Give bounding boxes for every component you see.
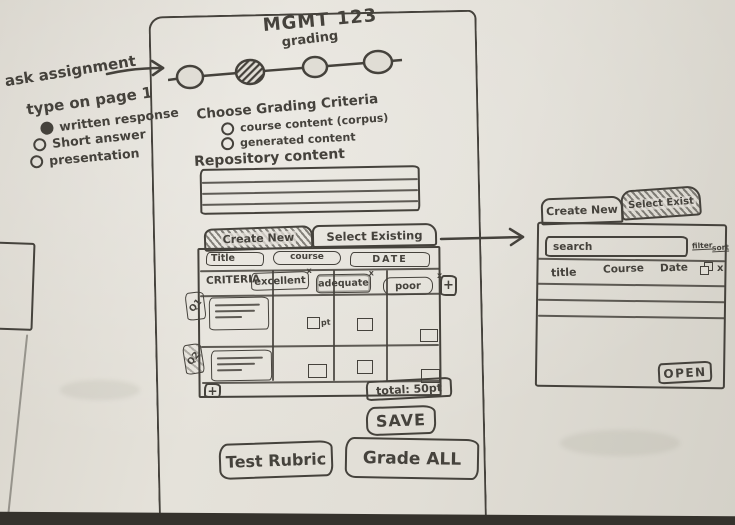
points-field-q1-excellent[interactable] xyxy=(307,317,320,329)
rating-label: adequate xyxy=(318,277,369,290)
title-field[interactable]: Title xyxy=(206,252,264,266)
text-line xyxy=(215,315,243,319)
stepper-step-3 xyxy=(301,55,329,79)
field-label: Title xyxy=(211,253,235,264)
text-line xyxy=(216,356,263,360)
arrow-icon xyxy=(105,59,165,77)
search-value: search xyxy=(553,241,593,253)
course-field[interactable]: course xyxy=(273,251,341,265)
stepper-step-4 xyxy=(362,49,394,75)
sketch-line xyxy=(5,334,29,525)
text-line xyxy=(216,362,255,366)
radio-selected-icon xyxy=(39,120,55,136)
list-row-line xyxy=(201,178,418,184)
date-field[interactable]: DATE xyxy=(350,252,430,267)
points-field-q1-adequate[interactable] xyxy=(357,318,373,331)
rating-header-excellent[interactable]: excellent x xyxy=(250,266,312,292)
button-label: Test Rubric xyxy=(225,448,327,472)
add-row-button[interactable]: + xyxy=(204,383,221,398)
repository-list[interactable] xyxy=(199,165,421,215)
test-rubric-button[interactable]: Test Rubric xyxy=(218,440,334,480)
close-icon[interactable]: x xyxy=(717,263,724,274)
tab-label: Select Existing xyxy=(326,227,423,244)
radio-unselected-icon xyxy=(220,121,235,136)
criteria-cell-q1[interactable] xyxy=(208,296,270,331)
points-field-q2-excellent[interactable] xyxy=(308,364,327,378)
edge-sketch-fragment xyxy=(0,241,36,331)
filter-link[interactable]: filter xyxy=(691,240,713,251)
row-label-q1: Q1 xyxy=(184,290,207,322)
arrow-icon xyxy=(439,227,525,247)
open-button[interactable]: OPEN xyxy=(657,360,713,385)
smudge xyxy=(560,430,680,456)
points-field-q1-poor[interactable] xyxy=(420,329,438,342)
text-line xyxy=(217,368,243,372)
criteria-cell-q2[interactable] xyxy=(210,349,273,382)
radio-unselected-icon xyxy=(29,154,44,169)
rating-header-poor[interactable]: poor xyxy=(382,276,434,296)
row-label-text: Q1 xyxy=(187,297,204,315)
grid-line xyxy=(386,270,388,381)
search-input[interactable]: search xyxy=(545,236,688,257)
copy-icon[interactable] xyxy=(700,262,713,275)
whiteboard-tray xyxy=(0,511,735,525)
add-icon: + xyxy=(443,278,454,293)
grade-all-button[interactable]: Grade ALL xyxy=(344,436,480,481)
button-label: Grade ALL xyxy=(362,447,462,470)
tab-select-existing[interactable]: Select Existing xyxy=(311,222,438,249)
add-icon: + xyxy=(207,383,218,398)
button-label: OPEN xyxy=(663,364,707,381)
stepper-step-2-active xyxy=(234,58,266,86)
progress-stepper[interactable] xyxy=(168,48,408,98)
grid-line xyxy=(272,270,274,381)
text-line xyxy=(214,309,255,313)
button-label: SAVE xyxy=(375,410,427,431)
radio-unselected-icon xyxy=(32,137,47,152)
stepper-step-1 xyxy=(175,64,205,90)
save-button[interactable]: SAVE xyxy=(365,404,437,437)
points-field-q2-poor[interactable] xyxy=(421,369,440,383)
radio-unselected-icon xyxy=(220,136,235,151)
add-column-button[interactable]: + xyxy=(440,275,457,296)
field-label: DATE xyxy=(372,254,408,265)
sort-link[interactable]: sort xyxy=(711,242,730,253)
close-icon[interactable]: x xyxy=(368,268,374,278)
total-label: total: 50pt xyxy=(375,380,443,398)
column-header-course: Course xyxy=(602,262,645,276)
column-header-date: Date xyxy=(659,261,689,275)
tab-select-exist-right[interactable]: Select Exist xyxy=(620,185,702,221)
rating-header-adequate[interactable]: adequate x xyxy=(315,268,374,294)
column-header-title: title xyxy=(550,265,577,280)
rating-label: excellent xyxy=(254,274,306,288)
row-label-text: Q2 xyxy=(185,350,202,368)
rating-label: poor xyxy=(394,280,422,292)
field-label: course xyxy=(290,252,324,262)
tab-label: Create New xyxy=(220,230,297,247)
tab-label: Select Exist xyxy=(625,195,697,211)
grid-line xyxy=(333,270,335,381)
tab-label: Create New xyxy=(545,202,619,219)
list-row-line xyxy=(202,200,419,206)
points-label: pt xyxy=(320,317,331,328)
list-row-line xyxy=(202,189,419,195)
close-icon[interactable]: x xyxy=(306,265,312,276)
smudge xyxy=(60,380,140,400)
text-line xyxy=(214,303,260,307)
points-field-q2-adequate[interactable] xyxy=(357,360,373,374)
close-icon[interactable]: x xyxy=(437,271,443,280)
